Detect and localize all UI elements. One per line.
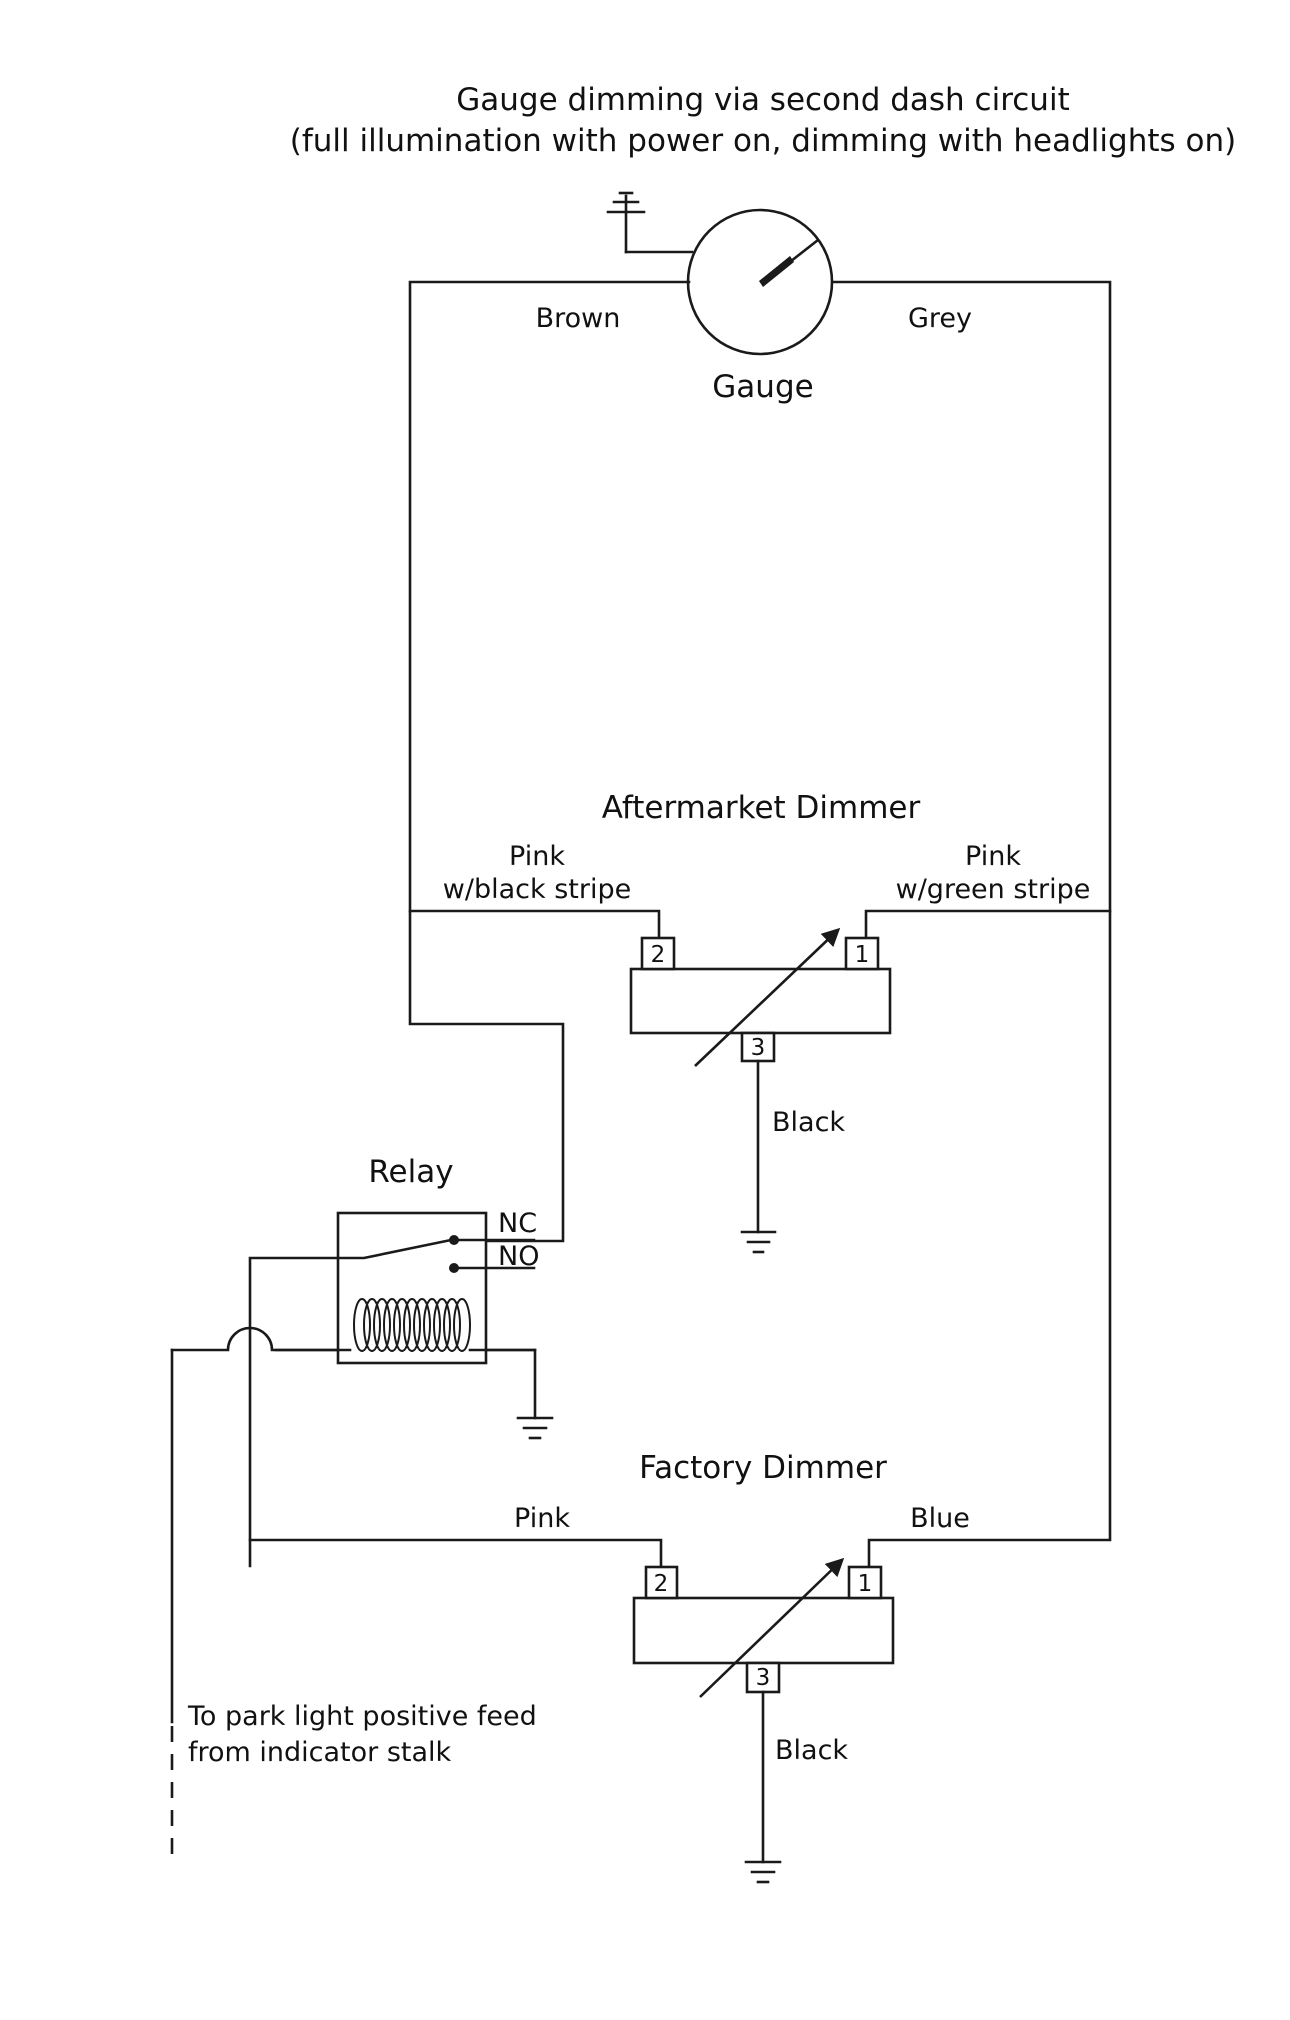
relay-body	[336, 1211, 488, 1365]
factory-right-wire-label: Blue	[910, 1503, 970, 1534]
factory-pin-2-label: 2	[654, 1571, 669, 1597]
gauge-wire-right-label: Grey	[908, 303, 972, 334]
factory-pin-1	[847, 1565, 883, 1600]
park-light-note-line2: from indicator stalk	[188, 1737, 452, 1768]
factory-dimmer-body	[632, 1596, 895, 1665]
gauge-needle-icon	[759, 238, 819, 287]
factory-pin-3-label: 3	[756, 1665, 771, 1691]
gauge-wire-left-label: Brown	[536, 303, 621, 334]
gauge-ground-icon	[606, 191, 694, 254]
gauge: Gauge Brown Grey	[536, 191, 972, 405]
diagram-title-line1: Gauge dimming via second dash circuit	[456, 82, 1069, 118]
factory-variable-resistor-arrow-icon	[699, 1557, 845, 1698]
aftermarket-bottom-wire-label: Black	[772, 1107, 845, 1138]
aftermarket-dimmer: Aftermarket Dimmer Pink w/black stripe P…	[408, 790, 1112, 1254]
aftermarket-pin-2-label: 2	[651, 942, 666, 968]
aftermarket-left-wire-label-line2: w/black stripe	[443, 874, 631, 905]
aftermarket-dimmer-label: Aftermarket Dimmer	[602, 790, 921, 826]
park-light-note-line1: To park light positive feed	[187, 1701, 537, 1732]
aftermarket-pin-1	[844, 936, 880, 971]
aftermarket-left-wire-label-line1: Pink	[509, 841, 565, 872]
aftermarket-pin-3-label: 3	[751, 1035, 766, 1061]
aftermarket-dimmer-body	[629, 967, 892, 1035]
factory-pin-2	[644, 1565, 679, 1600]
factory-dimmer: Factory Dimmer Pink Blue 2 1 3 Black	[248, 1450, 970, 1884]
aftermarket-pin-2	[640, 936, 676, 971]
factory-bottom-wire-label: Black	[775, 1735, 848, 1766]
aftermarket-right-wire-label-line1: Pink	[965, 841, 1021, 872]
relay-nc-label: NC	[498, 1208, 537, 1239]
diagram-title-line2: (full illumination with power on, dimmin…	[290, 123, 1236, 159]
relay-label: Relay	[368, 1154, 453, 1190]
relay-no-label: NO	[498, 1241, 539, 1272]
aftermarket-pin-1-label: 1	[855, 942, 870, 968]
gauge-wires	[408, 280, 1112, 1569]
factory-ground-icon	[744, 1860, 782, 1884]
factory-dimmer-label: Factory Dimmer	[639, 1450, 887, 1486]
factory-pin-1-label: 1	[858, 1571, 873, 1597]
aftermarket-ground-icon	[740, 1230, 777, 1254]
gauge-label: Gauge	[712, 369, 813, 405]
relay-ground-icon	[516, 1416, 554, 1440]
factory-left-wire-label: Pink	[514, 1503, 570, 1534]
aftermarket-variable-resistor-arrow-icon	[694, 927, 841, 1067]
relay: Relay NC NO	[170, 1154, 554, 1855]
aftermarket-right-wire-label-line2: w/green stripe	[896, 874, 1091, 905]
